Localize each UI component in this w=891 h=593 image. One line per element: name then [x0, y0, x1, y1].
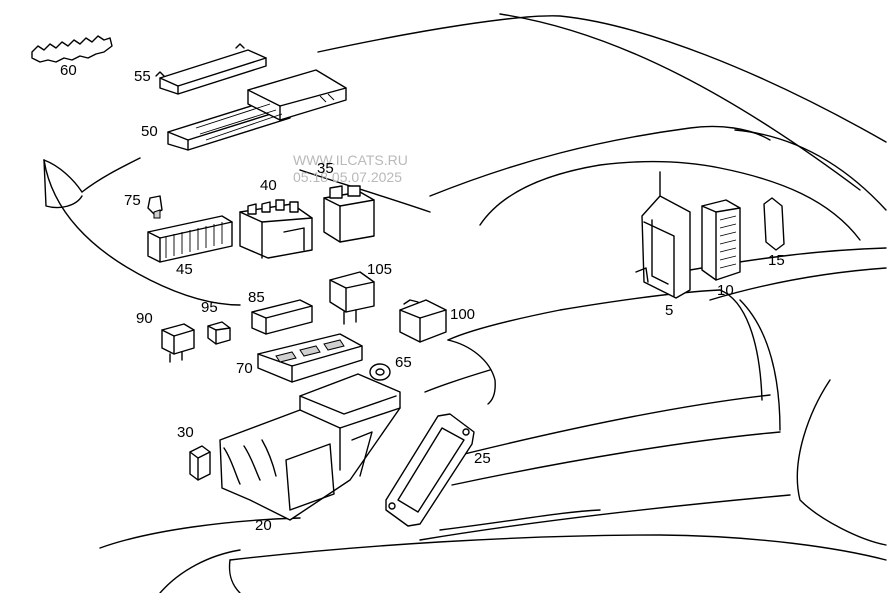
callout-105: 105: [367, 261, 393, 278]
callout-35: 35: [317, 160, 334, 177]
housing-20: [219, 373, 401, 521]
callout-40: 40: [260, 177, 277, 194]
bracket-5: [635, 171, 691, 299]
grommet-65: [369, 363, 391, 381]
callout-30: 30: [177, 424, 194, 441]
watermark-site: WWW.ILCATS.RU: [293, 152, 408, 168]
connector-30: [189, 445, 211, 481]
relay-socket-35: [323, 185, 375, 243]
callout-75: 75: [124, 192, 141, 209]
callout-5: 5: [665, 302, 674, 319]
relay-carrier-70: [257, 333, 363, 383]
cover-plate-15: [763, 197, 785, 251]
callout-15: 15: [768, 252, 785, 269]
relay-90: [161, 323, 195, 363]
callout-100: 100: [450, 306, 476, 323]
callout-60: 60: [60, 62, 77, 79]
relay-block-40: [239, 199, 313, 259]
fuse-75: [147, 195, 163, 219]
callout-45: 45: [176, 261, 193, 278]
callout-50: 50: [141, 123, 158, 140]
car-body-outline: [43, 13, 887, 593]
seal-frame-25: [385, 413, 475, 527]
gasket-60: [31, 35, 113, 63]
relay-105: [329, 271, 375, 325]
callout-95: 95: [201, 299, 218, 316]
callout-55: 55: [134, 68, 151, 85]
fuse-strip-45: [147, 215, 233, 263]
callout-20: 20: [255, 517, 272, 534]
cover-55: [155, 43, 267, 95]
relay-module-85: [251, 299, 313, 335]
connector-strip-10: [701, 199, 741, 281]
callout-90: 90: [136, 310, 153, 327]
callout-70: 70: [236, 360, 253, 377]
relay-95: [207, 321, 231, 345]
watermark-stamp: 05.18 05.07.2025: [293, 169, 402, 185]
callout-10: 10: [717, 282, 734, 299]
control-unit-100: [399, 299, 447, 343]
callout-85: 85: [248, 289, 265, 306]
callout-25: 25: [474, 450, 491, 467]
callout-65: 65: [395, 354, 412, 371]
fuse-box-50: [167, 69, 347, 151]
